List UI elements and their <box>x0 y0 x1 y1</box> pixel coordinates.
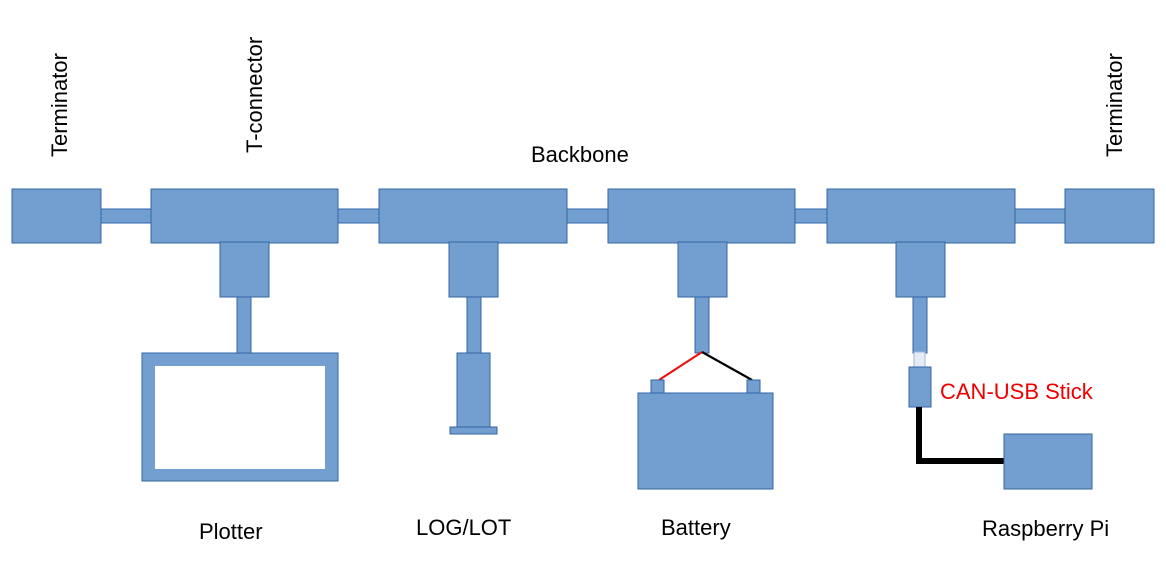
label-raspberry-pi: Raspberry Pi <box>982 516 1109 541</box>
terminator-right <box>1064 188 1155 244</box>
backbone-segment <box>99 208 153 224</box>
backbone-segment <box>337 208 381 224</box>
t-connector-battery <box>607 188 796 298</box>
usb-cable <box>916 407 1005 464</box>
label-terminator-left: Terminator <box>47 53 72 157</box>
label-log-lot: LOG/LOT <box>416 515 511 540</box>
battery-positive-wire <box>658 351 703 381</box>
battery-negative-wire <box>701 351 753 381</box>
raspberry-pi-device <box>1003 433 1093 490</box>
backbone-segment <box>1014 208 1068 224</box>
label-terminator-right: Terminator <box>1102 53 1127 157</box>
usb-plug-contacts <box>913 351 926 368</box>
log-lot-sensor <box>449 352 498 435</box>
can-usb-stick <box>908 366 932 408</box>
drop-cable-plotter <box>236 296 252 354</box>
label-backbone: Backbone <box>531 142 629 167</box>
t-connector-can-usb <box>826 188 1016 298</box>
backbone-segment <box>566 208 610 224</box>
battery-negative-terminal <box>746 379 761 395</box>
drop-cable-can-usb <box>912 296 928 354</box>
label-battery: Battery <box>661 515 731 540</box>
battery-positive-terminal <box>650 379 665 395</box>
drop-cable-log-lot <box>466 296 482 354</box>
backbone-segment <box>794 208 829 224</box>
plotter-screen <box>155 366 325 469</box>
battery-device <box>637 351 774 490</box>
terminator-left <box>11 188 102 244</box>
label-t-connector: T-connector <box>242 37 267 153</box>
t-connector-log-lot <box>378 188 568 298</box>
t-connector-plotter <box>150 188 339 298</box>
battery-body <box>637 392 774 490</box>
plotter-device <box>141 352 339 482</box>
label-can-usb-stick: CAN-USB Stick <box>940 379 1094 404</box>
label-plotter: Plotter <box>199 519 263 544</box>
drop-cable-battery <box>694 296 710 354</box>
